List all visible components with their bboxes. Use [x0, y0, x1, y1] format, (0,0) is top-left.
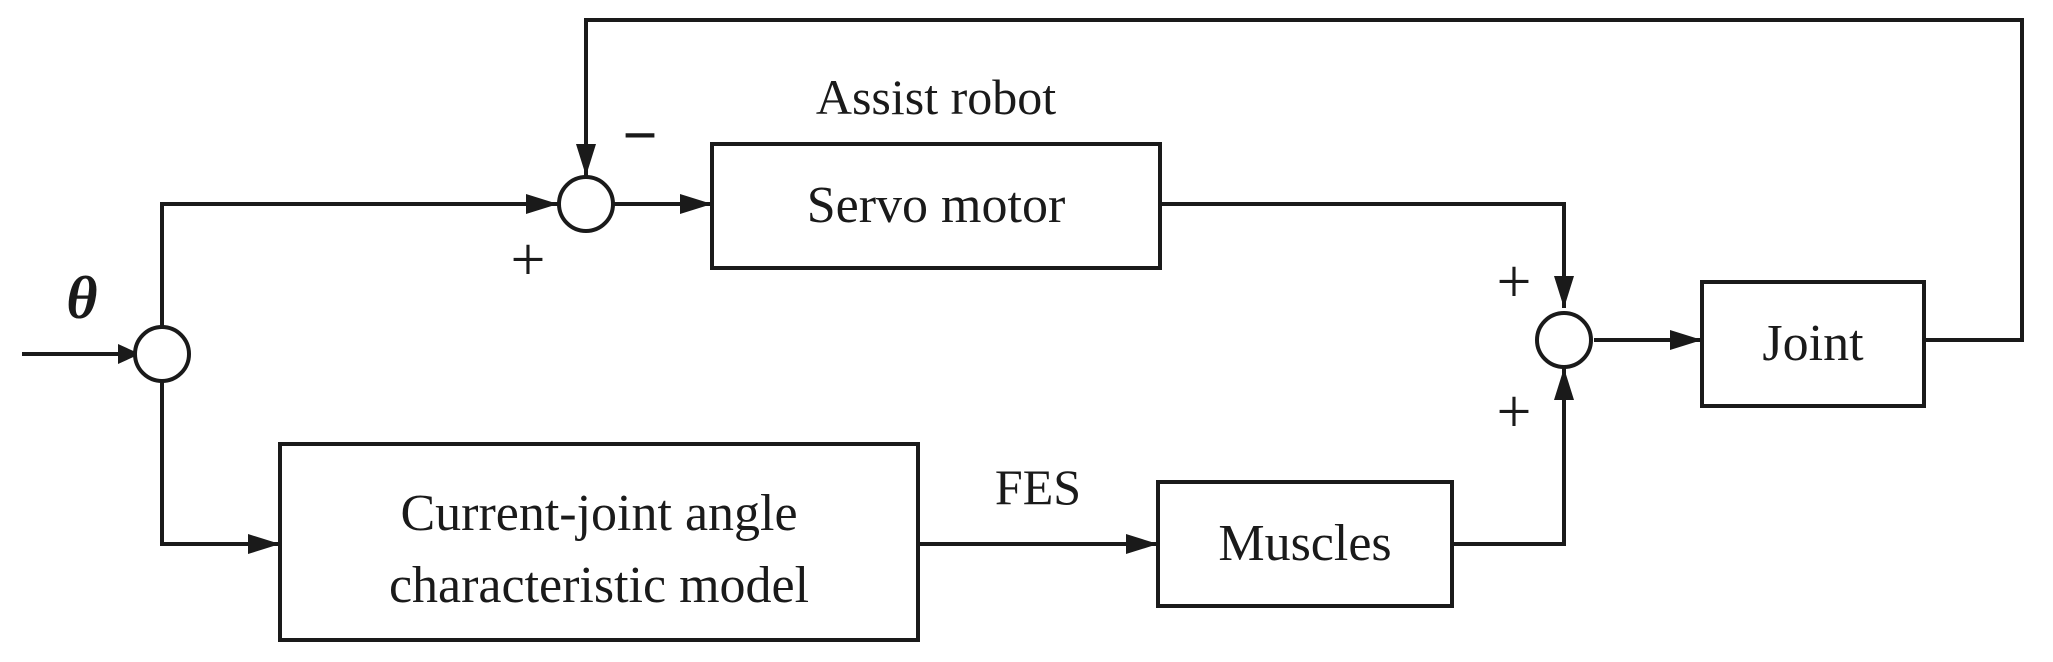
top-summing-junction [557, 175, 615, 233]
joint-block [1700, 280, 1926, 408]
arrowhead-servo-input [680, 194, 712, 214]
wire-feedback-loop [584, 18, 2024, 342]
joint-label: Joint [1762, 315, 1864, 372]
right-summing-junction [1535, 311, 1593, 369]
splitter-junction [133, 325, 191, 383]
current-model-block [278, 442, 920, 642]
theta-input-label: θ [66, 265, 97, 331]
top-sum-plus-sign: + [511, 226, 546, 294]
current-model-label-line1: Current-joint angle [400, 485, 797, 542]
servo-motor-block [710, 142, 1162, 270]
wire-muscles-to-right-sum [1452, 368, 1566, 546]
wire-splitter-to-model [160, 382, 280, 546]
current-model-label-line2: characteristic model [389, 557, 809, 614]
servo-motor-label: Servo motor [807, 177, 1066, 234]
arrowhead-top-sum-input [526, 194, 558, 214]
arrowhead-right-sum-bottom [1554, 368, 1574, 400]
wire-splitter-to-top-sum [160, 202, 558, 326]
muscles-block [1156, 480, 1454, 608]
right-sum-bottom-plus-sign: + [1497, 378, 1532, 446]
top-sum-minus-sign: − [622, 102, 657, 170]
input-arrowhead [118, 344, 140, 364]
arrowhead-feedback [576, 144, 596, 176]
arrowhead-model-input [248, 534, 280, 554]
assist-robot-label: Assist robot [816, 69, 1056, 125]
right-sum-top-plus-sign: + [1497, 248, 1532, 316]
wire-servo-to-right-sum [1160, 202, 1566, 308]
fes-label: FES [995, 459, 1081, 515]
arrowhead-right-sum-top [1554, 276, 1574, 308]
muscles-label: Muscles [1218, 515, 1391, 572]
arrowhead-muscles-input [1126, 534, 1158, 554]
arrowhead-joint-input [1670, 330, 1702, 350]
